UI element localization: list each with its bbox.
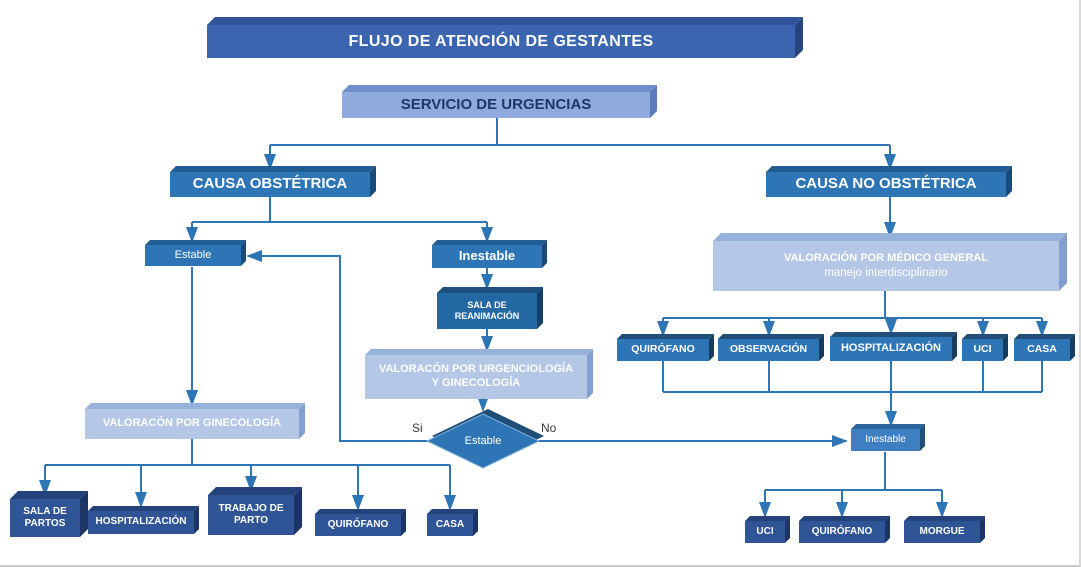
node-label: SALA DE REANIMACIÓN [454,299,520,321]
node-label: Estable [174,248,212,261]
node-casa-right: CASA [1014,339,1070,361]
node-causa-obstetrica: CAUSA OBSTÉTRICA [170,172,370,197]
node-quirofano-final: QUIRÓFANO [799,521,885,543]
node-label: QUIRÓFANO [631,343,695,356]
node-label: CAUSA OBSTÉTRICA [192,175,348,193]
node-label: CASA [1027,343,1057,356]
node-inestable-right: Inestable [851,429,920,451]
node-hospitalizacion-left: HOSPITALIZACIÓN [88,511,194,534]
node-label-line2: manejo interdisciplinario [824,266,948,279]
node-label: SERVICIO DE URGENCIAS [400,95,592,113]
node-sala-partos: SALA DE PARTOS [10,499,80,537]
node-label: VALORACÓN POR URGENCIOLOGÍA Y GINECOLOGÍ… [378,363,574,389]
node-uci-final: UCI [745,521,785,543]
node-label: QUIRÓFANO [811,525,873,537]
node-quirofano-left: QUIRÓFANO [315,514,401,536]
node-label: MORGUE [919,525,965,537]
node-uci-right: UCI [962,339,1003,361]
node-label: Inestable [458,248,516,264]
node-label: Estable [464,435,502,447]
node-label: UCI [756,525,774,537]
node-servicio-urgencias: SERVICIO DE URGENCIAS [342,92,650,118]
node-label: HOSPITALIZACIÓN [840,342,941,355]
title-text: FLUJO DE ATENCIÓN DE GESTANTES [348,32,654,50]
node-valoracion-ginecologia: VALORACÓN POR GINECOLOGÍA [85,409,299,439]
node-label: QUIRÓFANO [327,518,389,530]
node-observacion: OBSERVACIÓN [718,339,819,361]
decision-estable-label: Estable [428,414,538,468]
node-trabajo-parto: TRABAJO DE PARTO [208,495,294,535]
node-label-line1: VALORACIÓN POR MÉDICO GENERAL [784,251,988,264]
node-quirofano-right: QUIRÓFANO [617,339,709,361]
decision-diamond [425,413,541,469]
node-morgue-final: MORGUE [904,521,980,543]
node-label: CASA [435,518,465,530]
node-inestable: Inestable [432,245,542,268]
node-casa-left: CASA [427,514,473,536]
node-valoracion-medico-general: VALORACIÓN POR MÉDICO GENERAL manejo int… [713,241,1059,291]
node-estable: Estable [145,245,241,266]
node-sala-reanimacion: SALA DE REANIMACIÓN [437,293,537,329]
node-label: TRABAJO DE PARTO [218,502,284,527]
node-label: SALA DE PARTOS [23,505,67,530]
edge-label-no: No [541,421,556,435]
edge-label-text: Si [412,421,423,435]
node-label: UCI [973,343,992,356]
node-label: CAUSA NO OBSTÉTRICA [795,175,977,193]
node-causa-no-obstetrica: CAUSA NO OBSTÉTRICA [766,172,1006,197]
node-valoracion-urgenciologia: VALORACÓN POR URGENCIOLOGÍA Y GINECOLOGÍ… [365,355,587,399]
edge-label-text: No [541,421,557,435]
node-hospitalizacion-right: HOSPITALIZACIÓN [830,337,952,361]
node-label: VALORACÓN POR GINECOLOGÍA [102,417,282,430]
title-banner: FLUJO DE ATENCIÓN DE GESTANTES [207,25,795,58]
node-label: HOSPITALIZACIÓN [95,516,187,528]
node-label: Inestable [865,433,906,445]
node-label: OBSERVACIÓN [729,343,808,356]
edge-label-si: Si [412,421,423,435]
